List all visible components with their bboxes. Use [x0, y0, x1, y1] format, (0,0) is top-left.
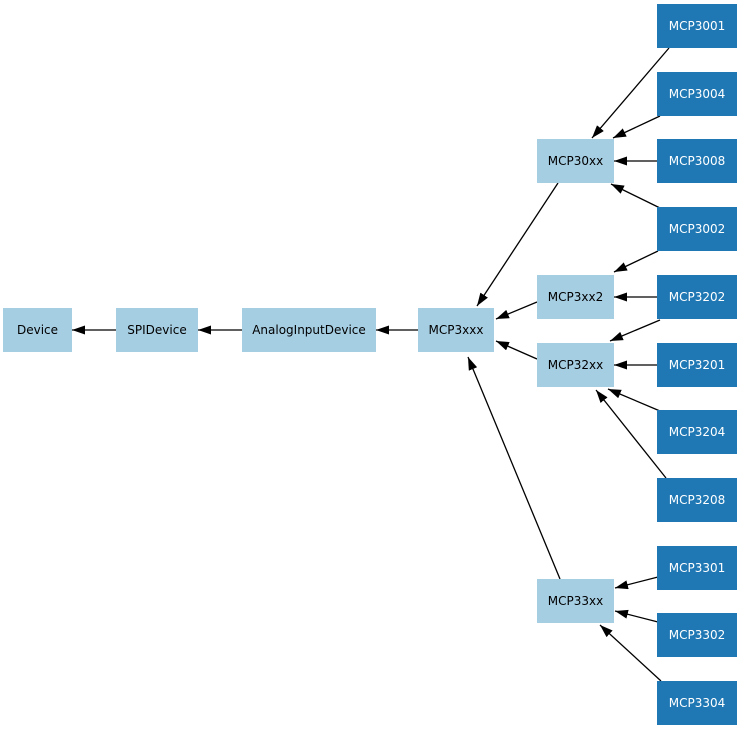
- class-node-mcp32xx[interactable]: MCP32xx: [537, 343, 614, 387]
- class-node-mcp3201[interactable]: MCP3201: [657, 343, 737, 387]
- class-node-device[interactable]: Device: [3, 308, 72, 352]
- edge-mcp32xx-to-mcp3xxx: [495, 340, 538, 360]
- class-node-label: MCP3xxx: [428, 323, 484, 337]
- class-node-mcp3204[interactable]: MCP3204: [657, 410, 737, 454]
- class-node-spidevice[interactable]: SPIDevice: [116, 308, 198, 352]
- edge-mcp3004-to-mcp30xx: [612, 115, 661, 139]
- edge-mcp3001-to-mcp30xx: [591, 47, 670, 139]
- edge-mcp3202-to-mcp32xx: [609, 319, 661, 342]
- edge-mcp30xx-to-mcp3xxx: [476, 182, 559, 307]
- class-node-mcp3008[interactable]: MCP3008: [657, 139, 737, 183]
- edge-mcp3002-to-mcp3xx2: [613, 250, 659, 273]
- class-node-mcp3004[interactable]: MCP3004: [657, 72, 737, 116]
- class-node-label: MCP30xx: [547, 154, 604, 168]
- class-node-label: MCP3201: [668, 358, 726, 372]
- class-node-mcp33xx[interactable]: MCP33xx: [537, 579, 614, 623]
- class-node-label: MCP3208: [668, 493, 726, 507]
- class-node-label: MCP33xx: [547, 594, 604, 608]
- class-node-label: MCP3001: [668, 19, 726, 33]
- class-node-label: MCP3004: [668, 87, 726, 101]
- edge-mcp3204-to-mcp32xx: [607, 388, 661, 412]
- class-node-label: MCP3204: [668, 425, 726, 439]
- edge-mcp3002-to-mcp30xx: [610, 183, 661, 209]
- class-node-mcp3302[interactable]: MCP3302: [657, 613, 737, 657]
- class-node-label: SPIDevice: [127, 323, 187, 337]
- class-node-label: MCP3302: [668, 628, 726, 642]
- class-node-mcp3301[interactable]: MCP3301: [657, 546, 737, 590]
- class-node-mcp3304[interactable]: MCP3304: [657, 681, 737, 725]
- class-node-label: AnalogInputDevice: [252, 323, 366, 337]
- edge-mcp33xx-to-mcp3xxx: [467, 356, 561, 580]
- class-node-label: MCP3xx2: [547, 290, 604, 304]
- class-node-label: MCP3304: [668, 696, 726, 710]
- edge-mcp3301-to-mcp33xx: [614, 576, 659, 590]
- class-node-mcp3001[interactable]: MCP3001: [657, 4, 737, 48]
- class-node-label: MCP3008: [668, 154, 726, 168]
- class-node-label: Device: [16, 323, 59, 337]
- class-node-label: MCP32xx: [547, 358, 604, 372]
- class-node-label: MCP3202: [668, 290, 726, 304]
- class-node-mcp3xx2[interactable]: MCP3xx2: [537, 275, 614, 319]
- edge-mcp3304-to-mcp33xx: [599, 624, 662, 682]
- class-node-mcp3xxx[interactable]: MCP3xxx: [418, 308, 494, 352]
- class-node-mcp3208[interactable]: MCP3208: [657, 478, 737, 522]
- class-node-label: MCP3301: [668, 561, 726, 575]
- class-node-analoginputdevice[interactable]: AnalogInputDevice: [242, 308, 376, 352]
- class-node-label: MCP3002: [668, 222, 726, 236]
- class-node-mcp30xx[interactable]: MCP30xx: [537, 139, 614, 183]
- edge-mcp3208-to-mcp32xx: [595, 389, 667, 479]
- class-node-mcp3002[interactable]: MCP3002: [657, 207, 737, 251]
- class-node-mcp3202[interactable]: MCP3202: [657, 275, 737, 319]
- edge-mcp3302-to-mcp33xx: [614, 609, 659, 623]
- edge-mcp3xx2-to-mcp3xxx: [495, 301, 538, 320]
